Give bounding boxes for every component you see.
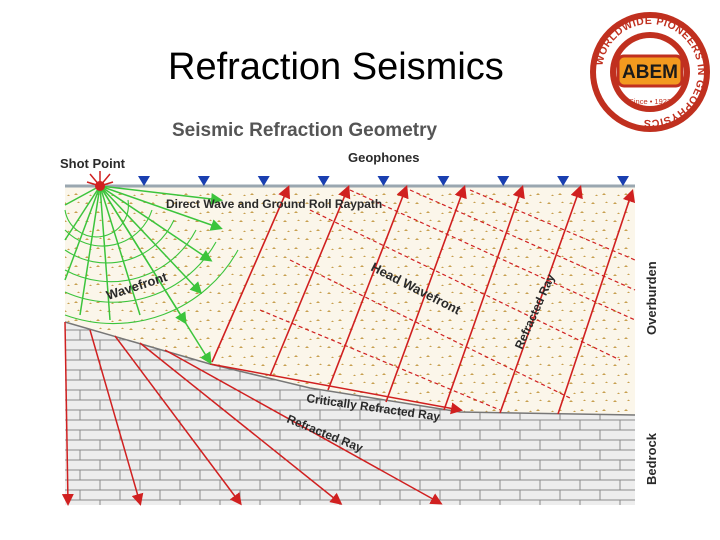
geophone-icon: [197, 176, 210, 186]
abem-logo: ABEM WORLDWIDE PIONEERS IN GEOPHYSICS Si…: [590, 12, 710, 132]
head-wavefront-lines: [259, 189, 636, 411]
refracted-rays-down: [61, 321, 463, 506]
bedrock-label: Bedrock: [644, 432, 659, 485]
shot-point-icon: [86, 171, 114, 191]
logo-since-text: Since • 1923: [629, 97, 671, 106]
geophone-icon: [138, 176, 150, 186]
geophone-icon: [617, 176, 629, 186]
geophones-label: Geophones: [348, 150, 420, 165]
slide-title: Refraction Seismics: [168, 46, 504, 88]
geophone-icon: [377, 176, 390, 186]
direct-wave-label: Direct Wave and Ground Roll Raypath: [166, 197, 382, 211]
geophone-icon: [557, 176, 570, 186]
geophone-icon: [437, 176, 450, 186]
geophone-icon: [257, 176, 270, 186]
geophone-icon: [317, 176, 330, 186]
logo-center-text: ABEM: [622, 62, 678, 83]
shot-point-label: Shot Point: [60, 156, 126, 171]
logo-center-plate: [616, 54, 684, 88]
wavefront-arcs: [64, 199, 239, 325]
refraction-geometry-diagram: Seismic Refraction Geometry: [60, 120, 659, 506]
geophones-row: [138, 176, 629, 186]
diagram-title: Seismic Refraction Geometry: [172, 120, 437, 141]
interface-line: [64, 321, 636, 416]
head-wave-rays: [211, 184, 636, 415]
overburden-label: Overburden: [644, 261, 659, 335]
geophone-icon: [497, 176, 510, 186]
